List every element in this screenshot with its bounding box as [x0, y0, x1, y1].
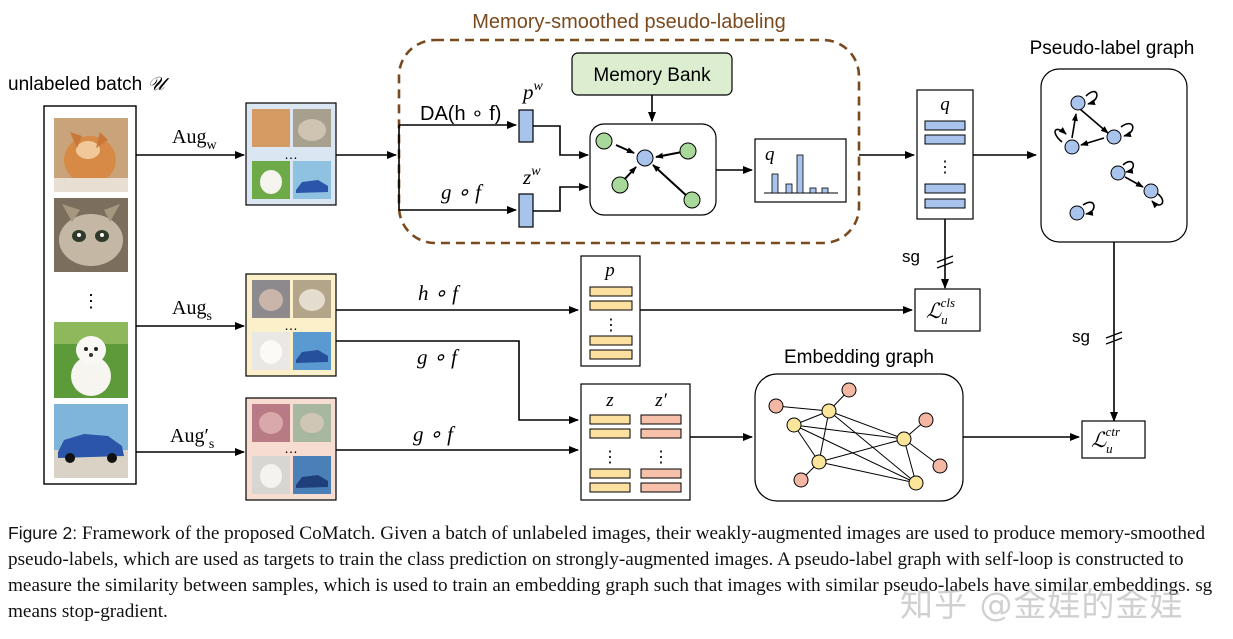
embedding-graph-title: Embedding graph	[784, 347, 934, 368]
pseudo-label-graph-title: Pseudo-label graph	[1030, 38, 1195, 59]
dog-image	[54, 322, 128, 398]
caption-text: Framework of the proposed CoMatch. Given…	[8, 523, 1213, 622]
z-bars	[589, 414, 631, 493]
aug-strong-label: Augs	[172, 297, 212, 324]
branch-gf-strong-label: g ∘ f	[417, 345, 460, 369]
q-histogram-label: q	[765, 144, 775, 165]
sg-label-1: sg	[902, 247, 920, 266]
cat-image-1	[54, 118, 128, 192]
pw-label: pw	[521, 79, 544, 104]
branch-hf-label: h ∘ f	[418, 281, 461, 305]
graph-node-green-3	[611, 176, 629, 194]
embedding-graph-nodes-yellow	[786, 403, 924, 491]
svg-text:⋮: ⋮	[603, 317, 619, 334]
memory-bank-label: Memory Bank	[593, 65, 711, 86]
p-stack	[580, 255, 641, 367]
branch-gf-label: g ∘ f	[441, 180, 484, 204]
svg-text:⋮: ⋮	[937, 159, 953, 176]
pseudo-label-graph	[1040, 68, 1188, 243]
graph-node-center	[636, 149, 654, 167]
batch-label: unlabeled batch 𝒰	[8, 74, 169, 95]
framework-diagram: unlabeled batch 𝒰 ⋮	[8, 11, 1195, 502]
q-stack	[916, 89, 974, 220]
svg-text:⋮: ⋮	[602, 449, 618, 466]
watermark: 知乎 @金娃的金娃	[900, 585, 1184, 624]
q-histogram-bars	[771, 154, 829, 194]
zw-label: zw	[522, 164, 541, 189]
title: Memory-smoothed pseudo-labeling	[472, 11, 786, 33]
graph-node-green-1	[595, 132, 613, 150]
svg-text:…: …	[284, 317, 298, 333]
car-image	[54, 404, 128, 478]
zw-bar	[518, 193, 534, 228]
strong-aug-panel: …	[245, 273, 337, 377]
aug-strong2-label: Aug′s	[170, 425, 214, 452]
zprime-bars	[640, 414, 682, 493]
embedding-graph	[754, 373, 964, 502]
branch-gf-strong2-label: g ∘ f	[413, 422, 456, 446]
strong-aug2-panel: …	[245, 397, 337, 501]
batch-ellipsis: ⋮	[82, 291, 100, 311]
graph-node-green-2	[679, 142, 697, 160]
svg-text:…: …	[284, 146, 298, 162]
sg-label-2: sg	[1072, 327, 1090, 346]
pw-bar	[518, 109, 534, 143]
z-label: z	[605, 390, 614, 411]
loss-ctr	[1081, 420, 1146, 459]
weak-aug-panel: …	[245, 102, 337, 206]
aug-weak-label: Augw	[172, 126, 217, 153]
zprime-label: z′	[654, 390, 667, 411]
p-stack-label: p	[603, 260, 615, 281]
svg-text:…: …	[284, 440, 298, 456]
z-stack	[580, 383, 691, 501]
loss-cls	[914, 288, 981, 332]
loss-cls-label: ℒucls	[926, 295, 955, 327]
figure-caption: Figure 2: Framework of the proposed CoMa…	[8, 520, 1220, 625]
graph-node-green-4	[683, 191, 701, 209]
svg-text:⋮: ⋮	[653, 449, 669, 466]
q-stack-label: q	[940, 94, 950, 115]
loss-ctr-label: ℒuctr	[1091, 424, 1121, 456]
embedding-graph-edges	[775, 389, 941, 484]
embedding-graph-nodes-pink	[768, 382, 948, 488]
cat-image-2	[54, 198, 128, 272]
caption-label: Figure 2:	[8, 523, 78, 543]
pseudo-label-graph-nodes	[1064, 95, 1159, 221]
branch-da-label: DA(h ∘ f)	[420, 103, 501, 125]
pseudo-label-graph-content	[1054, 90, 1164, 216]
